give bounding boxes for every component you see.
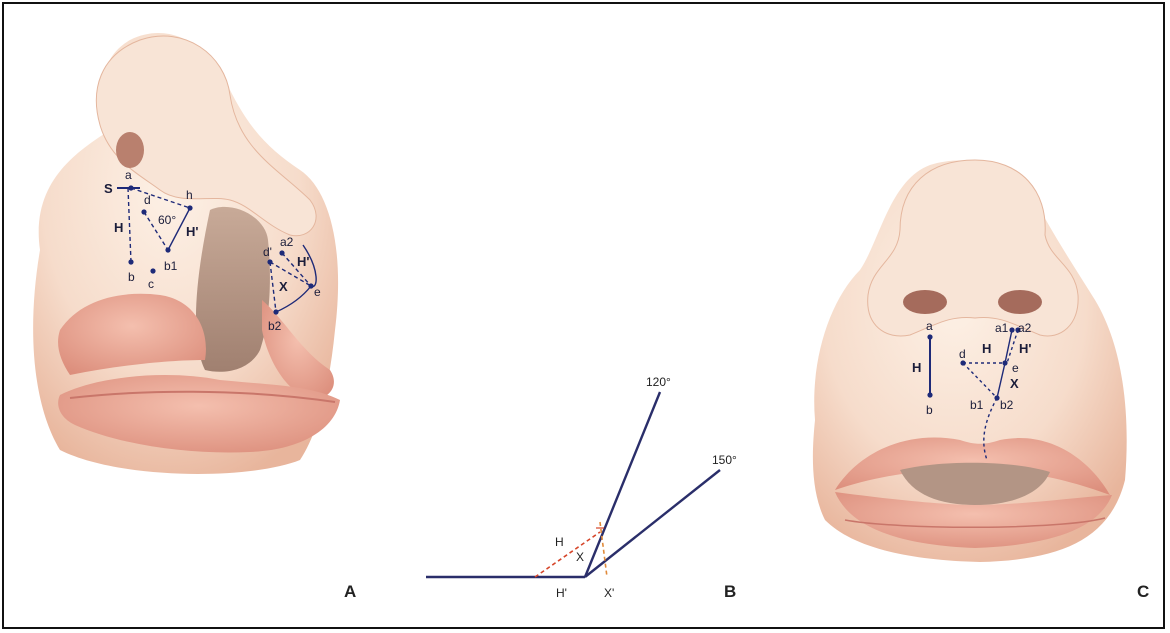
panel-c-label-H: H [912, 360, 921, 375]
panel-c-letter: C [1137, 582, 1149, 602]
panel-c-label-a2: a2 [1018, 321, 1032, 335]
panel-a-illustration: S a d h 60° H H' b c b1 d' a2 H' X e b2 [33, 33, 340, 474]
panel-a-label-s: S [104, 181, 113, 196]
panel-c-illustration: a a1 a2 H' H H d e X b b1 b2 [813, 160, 1127, 562]
panel-c-nostril-right [998, 290, 1042, 314]
panel-a-label-b1: b1 [164, 259, 178, 273]
panel-c-nose [868, 160, 1078, 336]
panel-c-label-b: b [926, 403, 933, 417]
panel-a-label-b2: b2 [268, 319, 282, 333]
panel-c-label-a: a [926, 319, 933, 333]
panel-b-label-X-prime: X' [604, 586, 614, 600]
panel-c-nostril-left [903, 290, 947, 314]
panel-b-label-H: H [555, 535, 564, 549]
panel-a-letter: A [344, 582, 356, 602]
panel-c-label-b1: b1 [970, 398, 984, 412]
panel-b-label-X: X [576, 550, 584, 564]
panel-b-angle-diagram: 120° 150° H X H' X' [426, 375, 737, 600]
panel-a-label-X: X [279, 279, 288, 294]
panel-a-label-a2: a2 [280, 235, 294, 249]
panel-a-label-H: H [114, 220, 123, 235]
panel-b-label-H-prime: H' [556, 586, 567, 600]
panel-a-label-b: b [128, 270, 135, 284]
panel-c-label-b2: b2 [1000, 398, 1014, 412]
panel-a-label-e: e [314, 285, 321, 299]
panel-c-label-H-prime: H' [1019, 341, 1031, 356]
panel-a-nostril [116, 132, 144, 168]
panel-c-label-H-mid: H [982, 341, 991, 356]
panel-c-label-X: X [1010, 376, 1019, 391]
panel-a-cleft-cavity [196, 207, 270, 372]
panel-b-label-120: 120° [646, 375, 671, 389]
panel-a-label-a: a [125, 168, 132, 182]
panel-c-label-a1: a1 [995, 321, 1009, 335]
panel-b-letter: B [724, 582, 736, 602]
panel-c-label-d: d [959, 347, 966, 361]
panel-a-label-c: c [148, 277, 154, 291]
panel-a-label-d-prime: d' [263, 245, 272, 259]
panel-b-label-150: 150° [712, 453, 737, 467]
panel-a-label-d: d [144, 193, 151, 207]
panel-a-label-h: h [186, 188, 193, 202]
panel-a-label-H-prime: H' [186, 224, 198, 239]
panel-c-label-e: e [1012, 361, 1019, 375]
panel-a-label-H-prime-right: H' [297, 254, 309, 269]
panel-a-label-angle: 60° [158, 213, 176, 227]
